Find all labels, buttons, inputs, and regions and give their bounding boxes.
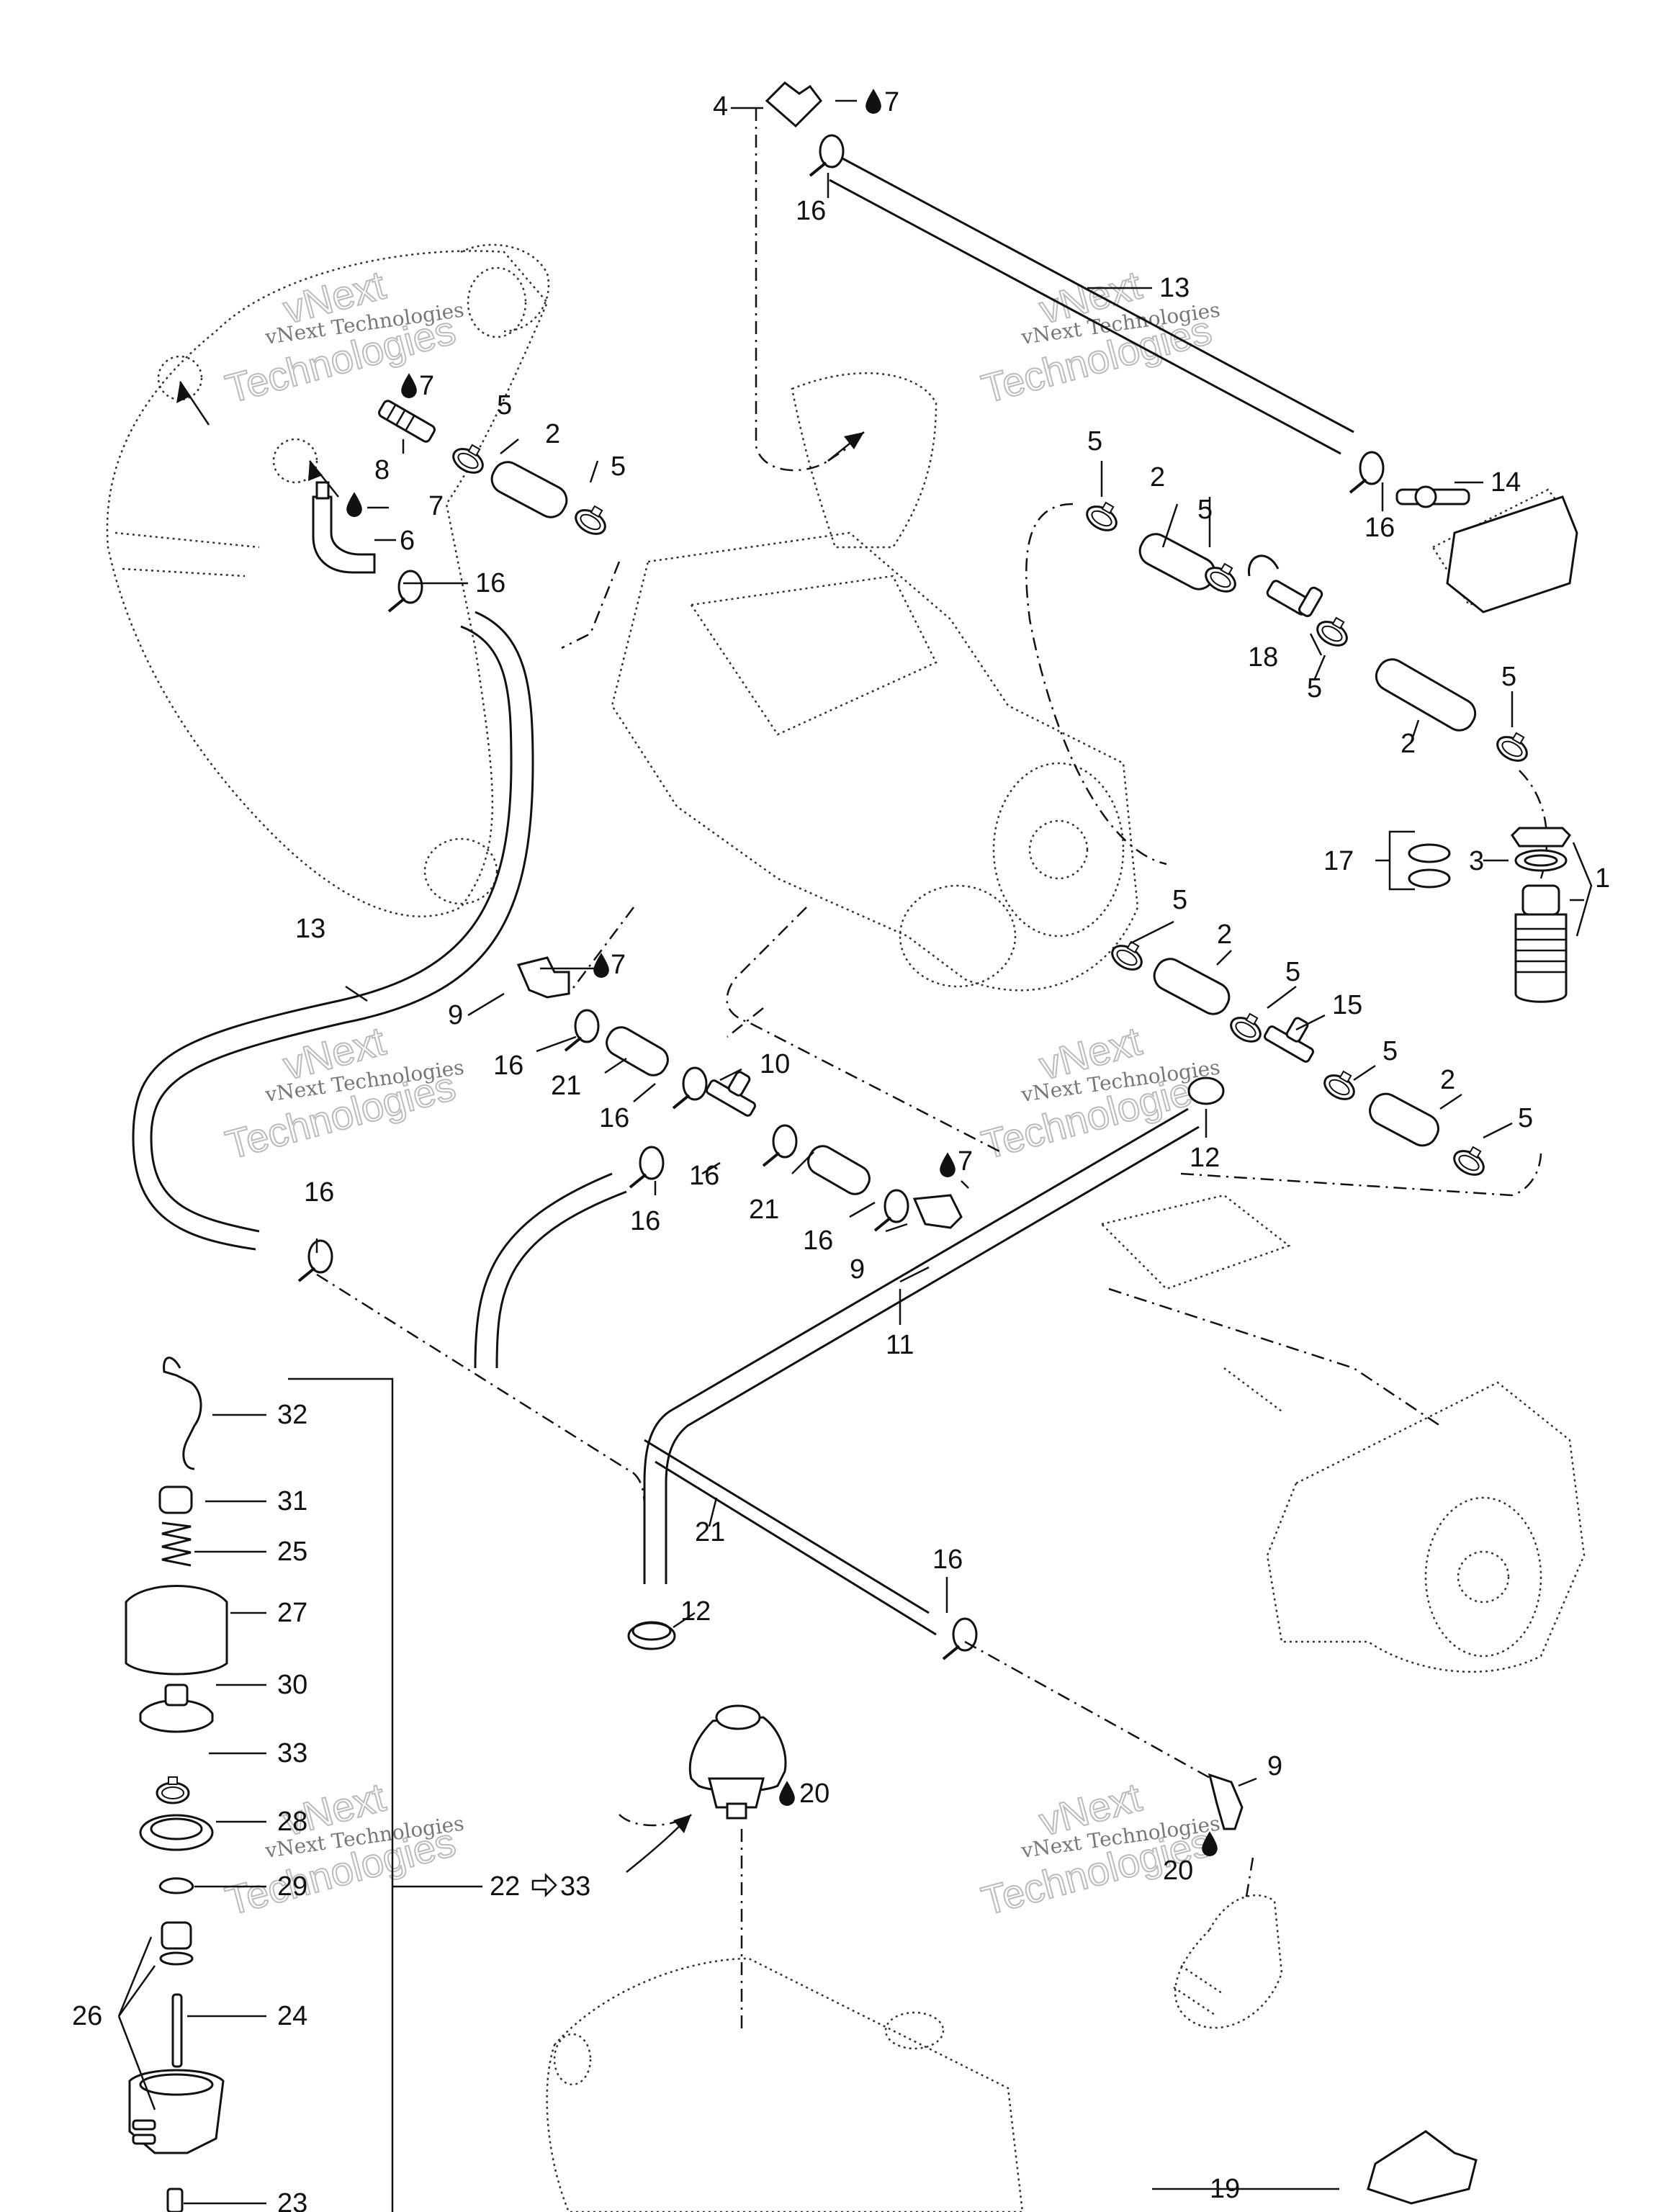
routing-lines — [316, 108, 1548, 2031]
callout-9: 9 — [1267, 1751, 1282, 1781]
callout-5: 5 — [1382, 1036, 1398, 1066]
fittings — [312, 81, 1578, 2205]
callout-7: 7 — [884, 87, 899, 117]
callout-25: 25 — [277, 1537, 307, 1567]
callout-5: 5 — [1197, 495, 1213, 525]
callout-7: 7 — [419, 371, 434, 401]
callout-7: 7 — [958, 1146, 973, 1177]
callout-32: 32 — [277, 1400, 307, 1430]
callout-2: 2 — [1217, 920, 1232, 950]
range-arrow-icon — [531, 1872, 557, 1898]
callout-14: 14 — [1491, 467, 1521, 498]
callout-3: 3 — [1469, 846, 1484, 876]
callout-13: 13 — [295, 914, 325, 944]
callout-30: 30 — [277, 1670, 307, 1700]
callout-31: 31 — [277, 1486, 307, 1516]
callout-7: 7 — [611, 950, 626, 980]
callout-5: 5 — [1307, 673, 1322, 703]
engine-outline — [611, 372, 1139, 992]
hose-21-long — [644, 1439, 937, 1636]
callout-16: 16 — [796, 196, 826, 226]
callout-2: 2 — [1440, 1065, 1455, 1095]
callout-labels: 4 7 16 13 16 14 7 8 5 2 5 7 6 16 5 2 5 1… — [72, 87, 1610, 2212]
callout-29: 29 — [277, 1871, 307, 1902]
callout-16: 16 — [493, 1051, 523, 1081]
callout-2: 2 — [545, 419, 560, 449]
callout-6: 6 — [400, 526, 415, 556]
exhaust-manifold-outline — [106, 243, 550, 917]
callout-21: 21 — [749, 1195, 779, 1225]
callout-15: 15 — [1332, 990, 1362, 1020]
callout-2: 2 — [1150, 462, 1165, 493]
callout-5: 5 — [1285, 957, 1300, 987]
outlet-fitting-outline — [1173, 1894, 1283, 2029]
leader-lines — [117, 99, 1593, 2212]
callout-16: 16 — [630, 1206, 660, 1236]
direction-arrow-icon — [176, 381, 865, 1873]
callout-2: 2 — [1401, 729, 1416, 759]
callout-5: 5 — [1087, 426, 1102, 457]
callout-28: 28 — [277, 1807, 307, 1837]
muffler-outline — [546, 1957, 1024, 2212]
callout-20: 20 — [799, 1779, 830, 1809]
thru-hull-fitting — [1511, 827, 1571, 1003]
callout-16: 16 — [689, 1161, 719, 1191]
hose-segments — [490, 461, 1477, 1195]
callout-12: 12 — [1190, 1143, 1220, 1173]
callout-5: 5 — [497, 390, 512, 421]
callout-12: 12 — [680, 1596, 711, 1627]
callout-22-33-to: 33 — [560, 1871, 590, 1902]
callout-27: 27 — [277, 1598, 307, 1628]
callout-22-33-from: 22 — [490, 1871, 520, 1902]
callout-19: 19 — [1210, 2174, 1240, 2204]
callout-4: 4 — [713, 91, 728, 122]
callout-10: 10 — [760, 1049, 790, 1079]
callout-17: 17 — [1323, 846, 1354, 876]
reservoir-assembly — [688, 1704, 787, 1820]
callout-20: 20 — [1163, 1856, 1193, 1886]
callout-21: 21 — [695, 1517, 725, 1547]
callout-5: 5 — [1501, 662, 1516, 692]
callout-21: 21 — [551, 1071, 581, 1101]
callout-5: 5 — [611, 451, 626, 482]
callout-23: 23 — [277, 2188, 307, 2212]
callout-16: 16 — [304, 1177, 334, 1208]
hose-13-upper — [829, 157, 1354, 455]
callout-5: 5 — [1172, 885, 1187, 915]
callout-7: 7 — [428, 491, 444, 521]
callout-24: 24 — [277, 2001, 307, 2031]
callout-16: 16 — [475, 568, 505, 598]
callout-1: 1 — [1595, 863, 1610, 894]
cap-assembly-stack — [125, 1357, 228, 2212]
callout-16: 16 — [599, 1103, 629, 1133]
callout-9: 9 — [448, 1000, 463, 1030]
callout-13: 13 — [1159, 273, 1190, 303]
hose-13-lower — [132, 611, 534, 1251]
callout-16: 16 — [932, 1545, 963, 1575]
callout-33: 33 — [277, 1738, 307, 1768]
jet-pump-outline — [1223, 1367, 1586, 1673]
callout-9: 9 — [850, 1254, 865, 1285]
callout-18: 18 — [1248, 642, 1278, 673]
callout-8: 8 — [374, 455, 390, 485]
bracket-outline — [1100, 488, 1571, 1290]
callout-26: 26 — [72, 2001, 102, 2031]
callout-16: 16 — [803, 1226, 833, 1256]
callout-16: 16 — [1364, 513, 1395, 543]
callout-5: 5 — [1518, 1103, 1533, 1133]
oetiker-clamps — [297, 134, 1385, 1660]
callout-11: 11 — [886, 1330, 914, 1360]
